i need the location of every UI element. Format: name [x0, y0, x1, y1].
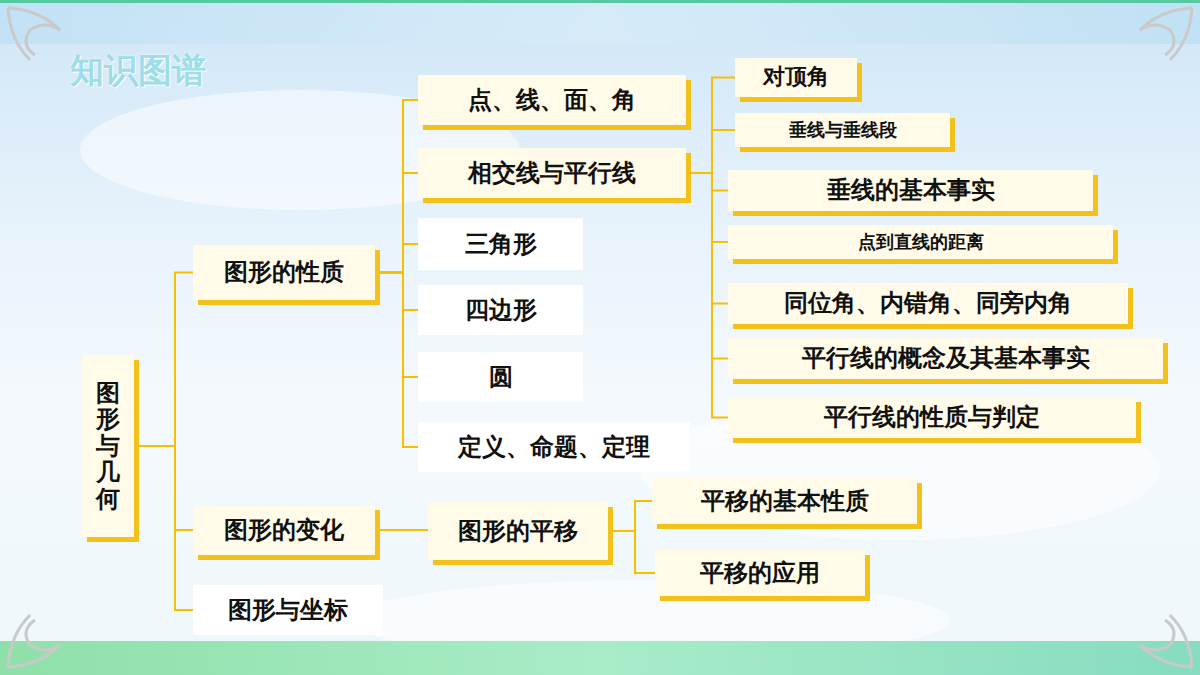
topic-label: 图形与坐标 [193, 585, 383, 635]
node-text: 同位角、内错角、同旁内角 [784, 289, 1072, 318]
node-text: 图形的变化 [224, 516, 344, 545]
tree-connector [686, 173, 728, 359]
node-text: 平行线的性质与判定 [824, 403, 1040, 432]
topic-box: 垂线的基本事实 [728, 170, 1093, 211]
tree-connector [686, 78, 735, 174]
tree-connector [375, 273, 418, 311]
node-text: 点、线、面、角 [468, 86, 636, 115]
topic-box: 图形的变化 [193, 505, 375, 555]
topic-box: 对顶角 [735, 58, 857, 97]
node-text: 相交线与平行线 [468, 159, 636, 188]
topic-box: 图形的平移 [428, 502, 608, 560]
tree-connector [134, 446, 193, 530]
tree-connector [134, 446, 193, 610]
node-text: 垂线与垂线段 [789, 119, 897, 141]
topic-box: 同位角、内错角、同旁内角 [728, 283, 1128, 324]
node-text: 图形的平移 [458, 517, 578, 546]
tree-connector [608, 531, 655, 573]
topic-label: 圆 [418, 352, 583, 402]
tree-connector [375, 100, 418, 273]
topic-label: 定义、命题、定理 [418, 422, 690, 472]
node-text: 平行线的概念及其基本事实 [802, 344, 1090, 373]
topic-box: 平移的应用 [655, 550, 865, 596]
topic-label: 三角形 [418, 218, 583, 270]
node-text: 图形与几何 [96, 380, 120, 512]
node-text: 四边形 [465, 296, 537, 325]
node-text: 三角形 [465, 230, 537, 259]
tree-connector [375, 529, 428, 531]
topic-box: 垂线与垂线段 [735, 113, 950, 147]
topic-box: 点、线、面、角 [418, 75, 686, 125]
node-text: 平移的应用 [700, 559, 820, 588]
topic-box: 平行线的性质与判定 [728, 397, 1136, 438]
node-text: 垂线的基本事实 [827, 176, 995, 205]
topic-box: 图形的性质 [193, 245, 375, 300]
node-text: 点到直线的距离 [858, 231, 984, 253]
tree-connector [375, 173, 418, 273]
tree-connector [686, 173, 728, 418]
tree-connector [375, 273, 418, 448]
topic-box: 图形与几何 [82, 355, 134, 537]
topic-label: 四边形 [418, 285, 583, 335]
node-text: 平移的基本性质 [701, 487, 869, 516]
tree-connector [686, 173, 728, 242]
node-text: 定义、命题、定理 [458, 433, 650, 462]
tree-connector [608, 501, 652, 531]
tree-connector [686, 173, 728, 304]
tree-connector [375, 244, 418, 273]
tree-connector [686, 173, 728, 191]
node-text: 图形的性质 [224, 258, 344, 287]
topic-box: 平移的基本性质 [652, 478, 917, 524]
tree-connector [375, 273, 418, 378]
topic-box: 相交线与平行线 [418, 148, 686, 198]
topic-box: 点到直线的距离 [728, 225, 1113, 259]
tree-connector [686, 130, 735, 173]
node-text: 对顶角 [763, 64, 829, 90]
tree-connector [134, 273, 193, 447]
node-text: 圆 [489, 363, 513, 392]
topic-box: 平行线的概念及其基本事实 [728, 338, 1163, 379]
node-text: 图形与坐标 [228, 596, 348, 625]
page-title: 知识图谱 [70, 48, 206, 94]
